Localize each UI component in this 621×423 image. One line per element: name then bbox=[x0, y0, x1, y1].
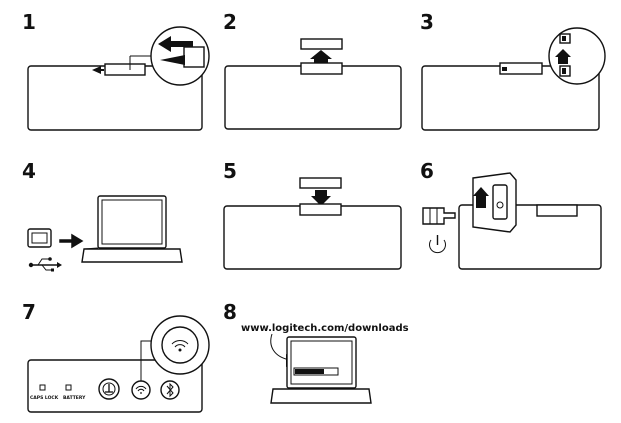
wifi-icon bbox=[135, 385, 147, 390]
caps-lock-led bbox=[39, 384, 46, 391]
battery-compartment-door bbox=[536, 204, 578, 217]
download-progress-fill bbox=[295, 369, 324, 374]
step-8: 8 www.logitech.com/downloads bbox=[223, 300, 409, 404]
battery-door-removed bbox=[300, 38, 343, 50]
connect-button-icon[interactable] bbox=[98, 378, 120, 400]
step-7: 7 CAPS LOCK BATTERY bbox=[22, 300, 210, 413]
step-1: 1 bbox=[22, 10, 210, 131]
step-3: 3 bbox=[420, 10, 606, 131]
battery-door-removed bbox=[299, 177, 342, 189]
step-2: 2 bbox=[223, 10, 402, 130]
step-1-number: 1 bbox=[22, 10, 36, 34]
hand-pointing-icon bbox=[160, 55, 185, 65]
step-4-number: 4 bbox=[22, 159, 36, 183]
bluetooth-button[interactable] bbox=[160, 380, 180, 400]
arrow-left-icon bbox=[92, 66, 101, 74]
laptop bbox=[81, 195, 183, 263]
arrow-up-icon bbox=[310, 50, 332, 63]
step-2-number: 2 bbox=[223, 10, 237, 34]
hand-pointing-icon bbox=[422, 207, 456, 225]
arrow-up-icon bbox=[555, 49, 571, 64]
arrow-left-icon bbox=[158, 36, 193, 52]
arrow-right-icon bbox=[59, 233, 84, 249]
arrow-up-icon bbox=[473, 187, 489, 208]
step-7-number: 7 bbox=[22, 300, 36, 324]
download-url[interactable]: www.logitech.com/downloads bbox=[241, 323, 409, 334]
power-icon bbox=[429, 235, 446, 254]
usb-symbol-icon bbox=[28, 257, 62, 272]
battery-compartment-door bbox=[104, 63, 146, 76]
battery-door-detail bbox=[183, 46, 205, 68]
battery-label: BATTERY bbox=[63, 395, 86, 401]
battery-led bbox=[65, 384, 72, 391]
bluetooth-icon bbox=[166, 382, 174, 398]
arrow-down-icon bbox=[311, 190, 331, 206]
download-progress-bar bbox=[293, 367, 339, 376]
battery-compartment-door bbox=[300, 62, 343, 75]
wifi-icon bbox=[171, 340, 189, 352]
step-6-number: 6 bbox=[420, 159, 434, 183]
step-6: 6 bbox=[420, 159, 602, 270]
step-8-number: 8 bbox=[223, 300, 237, 324]
step-5-number: 5 bbox=[223, 159, 237, 183]
step-5: 5 bbox=[223, 159, 402, 270]
step-4: 4 bbox=[22, 159, 183, 272]
receiver-slot bbox=[499, 62, 543, 75]
wifi-button[interactable] bbox=[131, 380, 151, 400]
step-3-number: 3 bbox=[420, 10, 434, 34]
keyboard-body bbox=[224, 65, 402, 130]
battery-compartment-door bbox=[299, 203, 342, 216]
caps-lock-label: CAPS LOCK bbox=[30, 395, 59, 401]
